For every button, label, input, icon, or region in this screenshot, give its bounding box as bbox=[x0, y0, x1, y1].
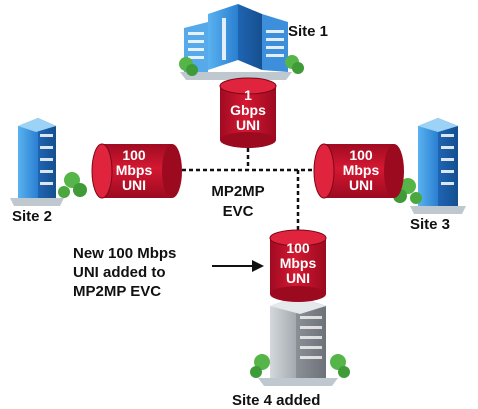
site3-building-icon bbox=[393, 118, 466, 214]
tree-icon bbox=[58, 172, 87, 198]
uni-cylinder-left: 100 Mbps UNI bbox=[91, 143, 182, 199]
site4-label: Site 4 added bbox=[232, 392, 320, 409]
callout-line1: New 100 Mbps bbox=[73, 245, 176, 262]
uni-bottom-line1: 100 bbox=[286, 240, 310, 256]
uni-top-line2: Gbps bbox=[230, 102, 266, 118]
uni-left-line3: UNI bbox=[122, 177, 146, 193]
evc-label-line2: EVC bbox=[223, 203, 254, 220]
callout-arrow-icon bbox=[212, 260, 264, 272]
uni-bottom-line3: UNI bbox=[286, 270, 310, 286]
uni-top-line3: UNI bbox=[236, 117, 260, 133]
uni-cylinder-bottom: 100 Mbps UNI bbox=[269, 229, 327, 302]
site4-building-icon bbox=[250, 296, 350, 386]
site1-label: Site 1 bbox=[288, 23, 328, 40]
callout-line2: UNI added to bbox=[73, 264, 166, 281]
evc-label-line1: MP2MP bbox=[211, 183, 264, 200]
uni-right-line1: 100 bbox=[349, 147, 373, 163]
tree-icon bbox=[250, 354, 350, 378]
site2-label: Site 2 bbox=[12, 208, 52, 225]
uni-top-line1: 1 bbox=[244, 87, 252, 103]
callout-line3: MP2MP EVC bbox=[73, 283, 161, 300]
uni-right-line3: UNI bbox=[349, 177, 373, 193]
evc-connections bbox=[182, 148, 318, 238]
tree-icon bbox=[179, 55, 304, 76]
uni-left-line1: 100 bbox=[122, 147, 146, 163]
tree-icon bbox=[393, 178, 422, 204]
uni-right-line2: Mbps bbox=[343, 162, 380, 178]
uni-cylinder-right: 100 Mbps UNI bbox=[313, 143, 404, 199]
site1-building-icon bbox=[179, 4, 304, 80]
uni-bottom-line2: Mbps bbox=[280, 255, 317, 271]
site3-label: Site 3 bbox=[410, 216, 450, 233]
uni-left-line2: Mbps bbox=[116, 162, 153, 178]
uni-cylinder-top: 1 Gbps UNI bbox=[219, 77, 277, 148]
site2-building-icon bbox=[10, 118, 87, 206]
